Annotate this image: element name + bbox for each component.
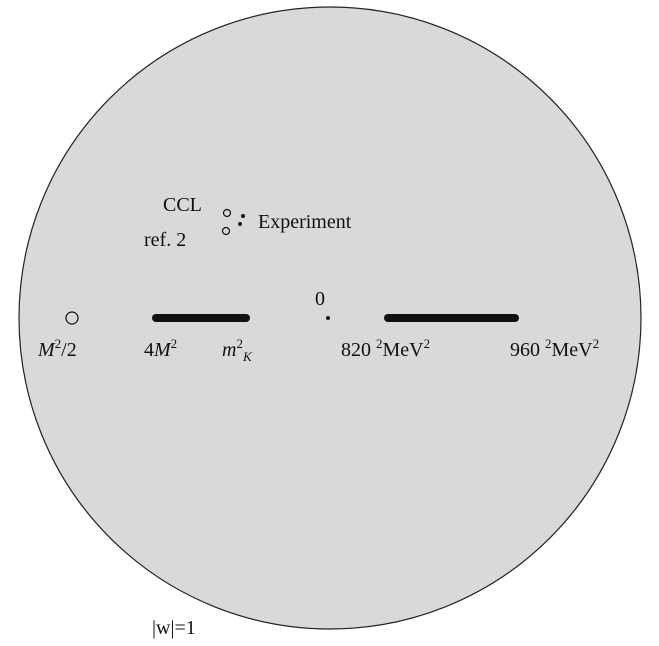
point-ref2-open [221,226,231,236]
label-960-mev2: 960 2MeV2 [510,336,600,361]
label-ref2: ref. 2 [144,229,187,251]
label-experiment: Experiment [258,211,352,233]
label-4m2: 4M2 [144,336,178,361]
label-820-mev2: 820 2MeV2 [341,336,431,361]
label-unit-circle: |w|=1 [152,617,196,639]
origin-point [326,316,330,320]
label-m2-half: M2/2 [38,336,77,361]
point-experiment-a [241,214,245,218]
label-origin: 0 [315,288,325,310]
label-ccl: CCL [163,194,202,216]
point-experiment-b [238,222,242,226]
point-m2-half-open [65,311,79,325]
label-mk2: m2K [222,336,252,364]
point-ccl-open [222,208,232,218]
